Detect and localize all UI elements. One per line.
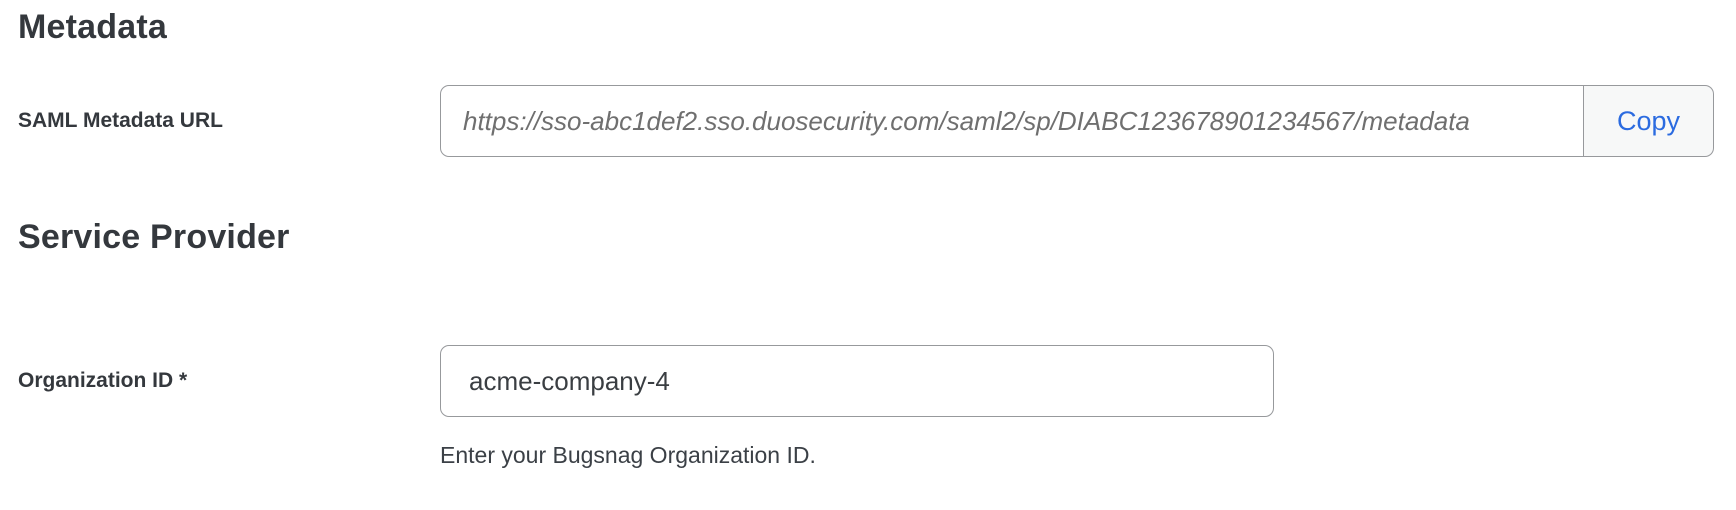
- organization-id-input[interactable]: [440, 345, 1274, 417]
- saml-metadata-url-input[interactable]: [440, 85, 1584, 157]
- saml-metadata-url-label: SAML Metadata URL: [18, 109, 223, 132]
- copy-button[interactable]: Copy: [1584, 85, 1714, 157]
- saml-metadata-url-group: Copy: [440, 85, 1714, 157]
- organization-id-label: Organization ID *: [18, 369, 188, 392]
- metadata-section-heading: Metadata: [18, 8, 167, 46]
- organization-id-help-text: Enter your Bugsnag Organization ID.: [440, 442, 816, 468]
- service-provider-section-heading: Service Provider: [18, 218, 290, 256]
